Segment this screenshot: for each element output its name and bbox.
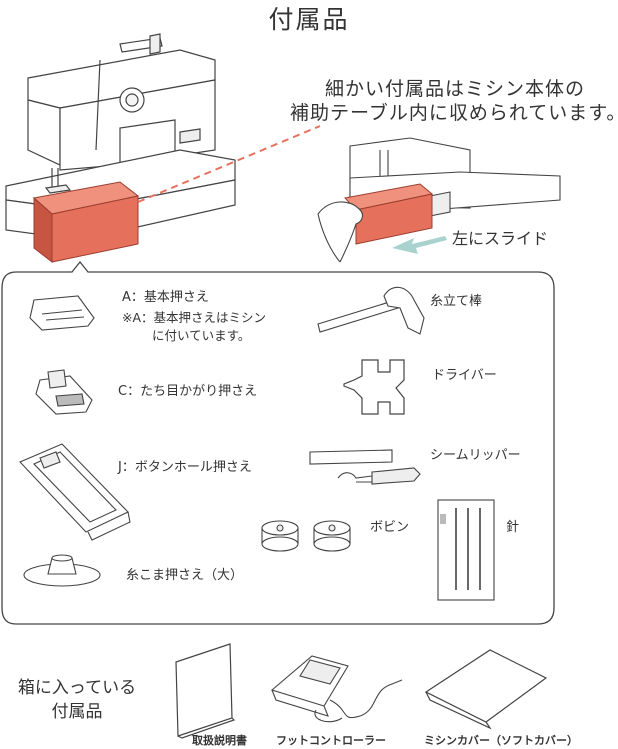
spool-cap-icon [23, 554, 101, 587]
note-line-1: 細かい付属品はミシン本体の [324, 78, 585, 100]
label-bobbin: ボビン [370, 520, 410, 535]
note-line-2: 補助テーブル内に収められています。 [290, 102, 618, 124]
bobbin-icon [261, 520, 351, 552]
slide-left-arrow [392, 236, 447, 254]
foot-c-icon [35, 369, 93, 415]
caption-foot-controller: フットコントローラー [276, 734, 386, 747]
soft-cover-icon [424, 649, 548, 730]
foot-a-icon [29, 295, 95, 331]
page-title: 付属品 [268, 5, 350, 34]
caption-soft-cover: ミシンカバー（ソフトカバー） [424, 734, 578, 747]
label-foot-a: A：基本押さえ [122, 290, 209, 305]
spool-pin-icon [317, 286, 425, 335]
seam-ripper-icon [309, 449, 421, 485]
label-foot-j: J：ボタンホール押さえ [118, 460, 252, 475]
needle-pack-icon [437, 499, 495, 601]
manual-icon [175, 643, 236, 739]
label-screwdriver: ドライバー [432, 368, 497, 383]
label-foot-a-note-2: に付いています。 [152, 328, 251, 343]
label-spool-pin: 糸立て棒 [430, 294, 483, 309]
label-spool-cap: 糸こま押さえ（大） [126, 568, 244, 583]
box-section-label-1: 箱に入っている [17, 678, 137, 698]
slide-label: 左にスライド [452, 229, 549, 248]
label-foot-a-note-1: ※A：基本押さえはミシン [122, 310, 267, 325]
callout-box [1, 260, 555, 625]
caption-manual: 取扱説明書 [192, 734, 247, 747]
dashed-pointer-line [137, 125, 321, 203]
foot-controller-icon [270, 655, 403, 723]
hand-illustration [317, 201, 364, 263]
auxiliary-table-box [32, 181, 140, 264]
slide-box-zoom [344, 183, 434, 245]
label-foot-c: C：たち目かがり押さえ [118, 384, 258, 399]
label-seam-ripper: シームリッパー [430, 448, 521, 463]
foot-j-icon [19, 443, 131, 541]
label-needle: 針 [506, 520, 520, 535]
box-section-label-2: 付属品 [51, 702, 103, 722]
screwdriver-icon [343, 359, 405, 415]
